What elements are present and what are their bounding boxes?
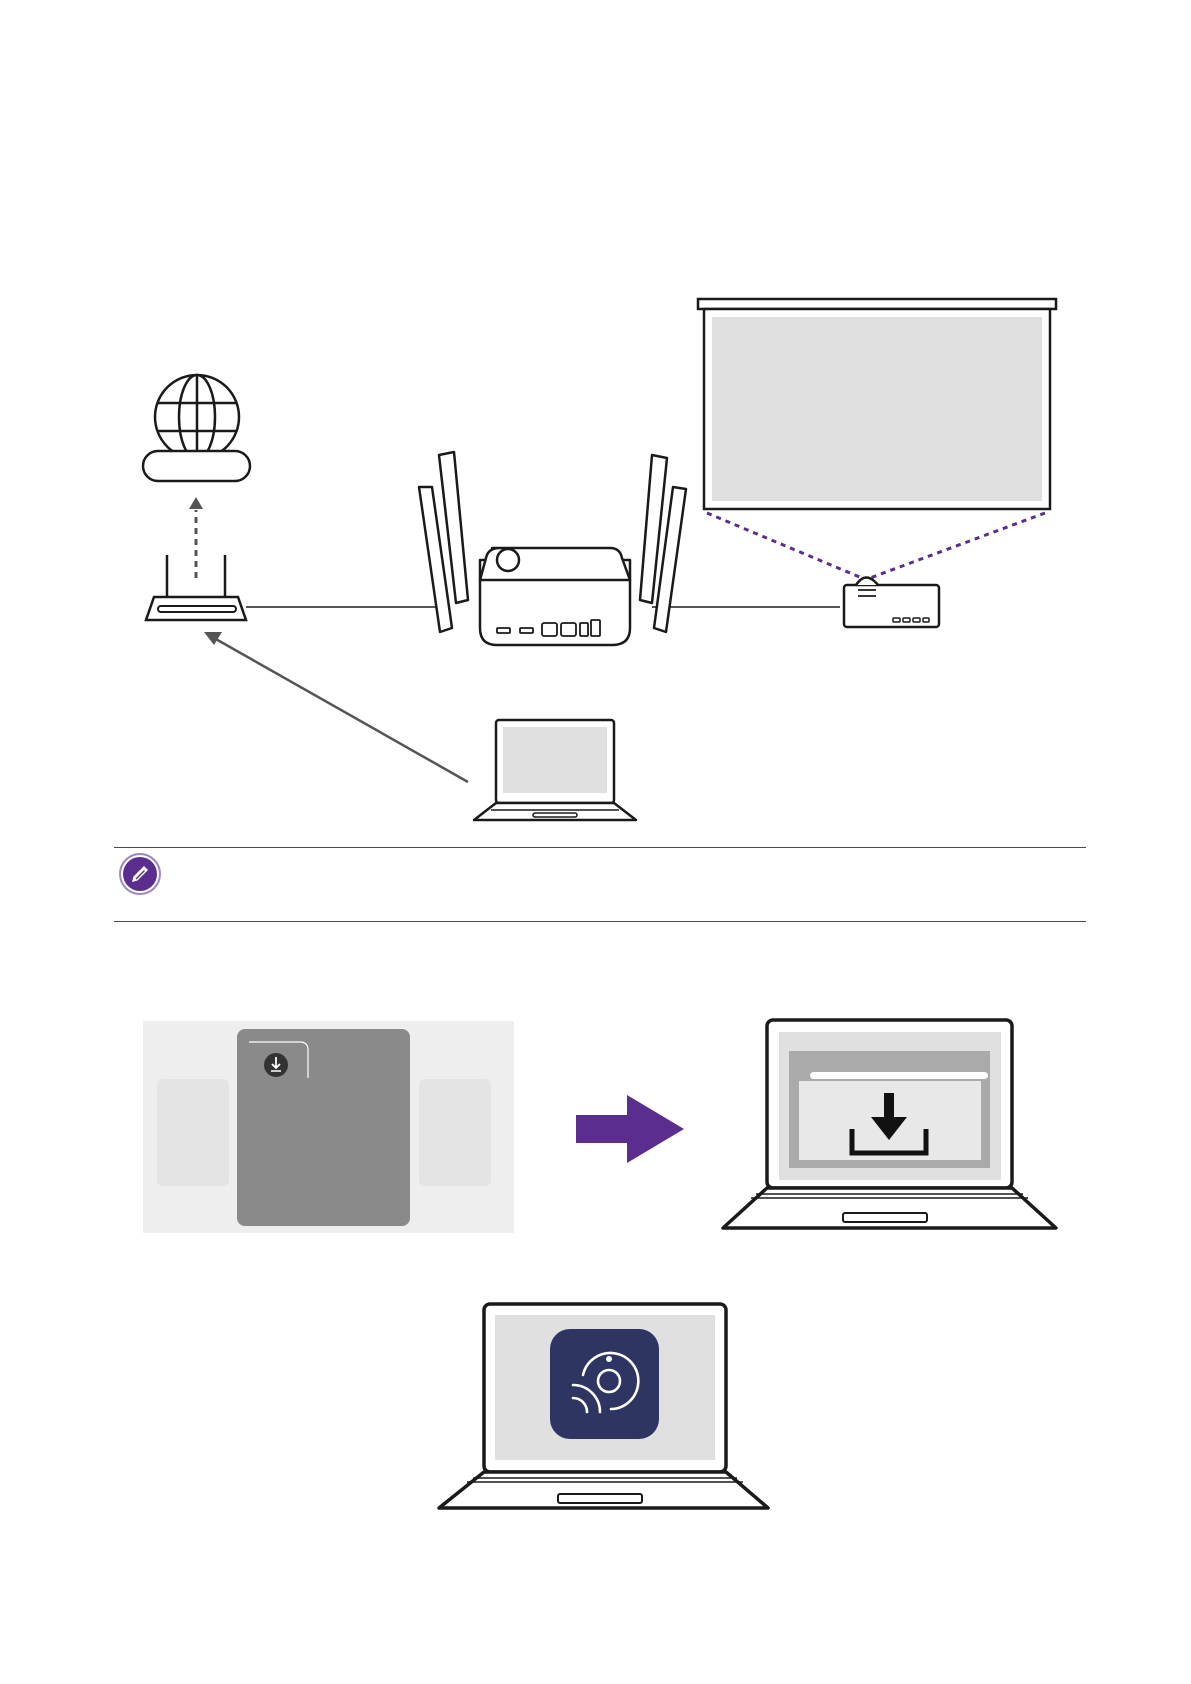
download-page-panel	[143, 1021, 514, 1233]
router-internet-arrowhead	[189, 497, 203, 509]
download-steps	[0, 1000, 1191, 1540]
wireless-hub-icon	[419, 452, 686, 645]
download-icon[interactable]	[264, 1053, 288, 1077]
right-arrow-icon	[576, 1095, 684, 1163]
note-top-rule	[114, 847, 1086, 848]
projection-screen-icon	[698, 299, 1056, 509]
network-diagram	[0, 0, 1191, 860]
pencil-note-icon	[118, 852, 162, 896]
cast-app-icon[interactable]	[550, 1329, 659, 1439]
laptop-router-arrowhead	[204, 632, 222, 645]
laptop-router-link	[214, 638, 468, 782]
note-bottom-rule	[114, 921, 1086, 922]
projector-beam	[707, 513, 1045, 578]
globe-icon	[143, 375, 250, 481]
projector-icon	[844, 578, 939, 628]
laptop-icon	[474, 720, 636, 820]
